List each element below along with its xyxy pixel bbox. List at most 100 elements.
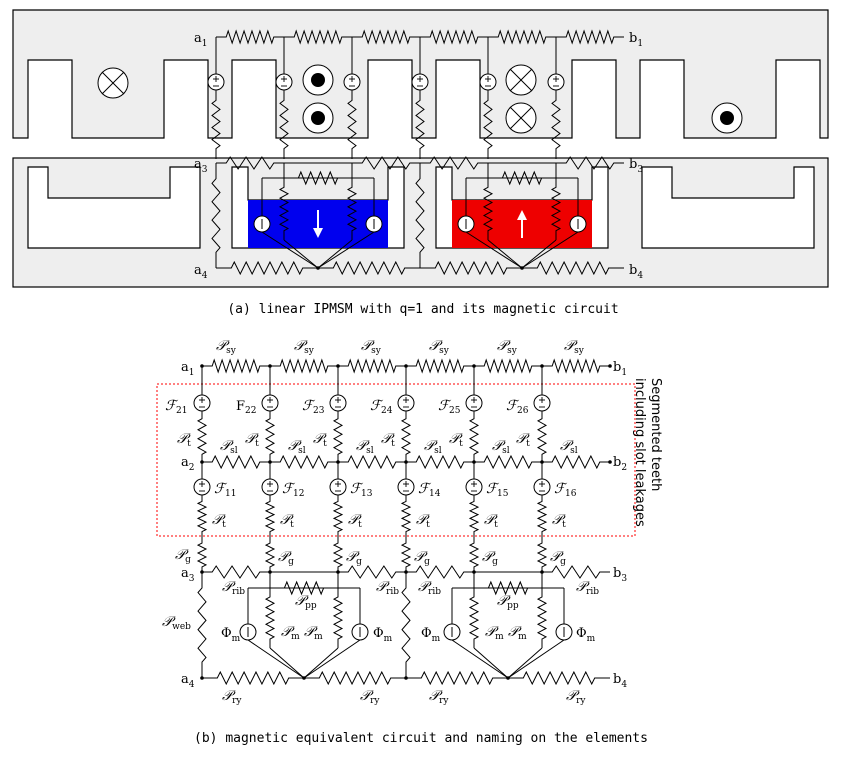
node-label-a1: a1 — [181, 360, 195, 378]
mmf-source — [397, 478, 415, 496]
node-label-a4: a4 — [194, 263, 208, 281]
label-p-t: 𝒫t — [177, 431, 191, 449]
label-phi-m: Φm — [421, 626, 441, 644]
label-p-pp: 𝒫pp — [295, 593, 317, 611]
resistor — [406, 565, 474, 579]
resistor — [196, 495, 208, 538]
resistor — [415, 163, 425, 268]
resistor — [338, 358, 406, 374]
label-p-t: 𝒫t — [449, 431, 463, 449]
label-p-rib: 𝒫rib — [418, 579, 441, 597]
caption-a: (a) linear IPMSM with q=1 and its magnet… — [227, 302, 618, 317]
label-f11: ℱ11 — [214, 481, 236, 499]
wire — [261, 231, 319, 269]
mmf-source — [343, 73, 361, 91]
resistor — [400, 538, 412, 572]
flux-source — [443, 623, 461, 641]
side-note: Segmented teeth including slot leakages — [632, 378, 663, 527]
resistor — [332, 538, 344, 572]
resistor — [483, 90, 493, 159]
label-p-sl: 𝒫sl — [424, 438, 442, 456]
resistor — [197, 572, 207, 678]
resistor — [196, 538, 208, 572]
label-f25: ℱ25 — [438, 398, 461, 416]
label-f23: ℱ23 — [302, 398, 325, 416]
resistor — [550, 178, 562, 240]
resistor — [474, 358, 542, 374]
resistor — [536, 588, 548, 648]
resistor — [400, 411, 412, 462]
mover-cutout-left — [27, 166, 201, 249]
mmf-source — [261, 478, 279, 496]
wire — [317, 231, 375, 269]
resistor — [290, 170, 346, 186]
resistor — [508, 670, 610, 686]
label-p-sl: 𝒫sl — [288, 438, 306, 456]
mmf-source — [547, 73, 565, 91]
resistor — [536, 495, 548, 538]
resistor — [420, 156, 488, 170]
resistor — [270, 454, 338, 470]
resistor — [352, 29, 420, 45]
flux-source — [253, 215, 271, 233]
coil-dot-icon — [302, 64, 334, 96]
label-p-rib: 𝒫rib — [376, 579, 399, 597]
resistor — [211, 90, 221, 159]
resistor — [347, 90, 357, 159]
resistor — [338, 565, 406, 579]
magnet-arrow-down — [313, 210, 323, 238]
label-phi-m: Φm — [576, 626, 596, 644]
resistor — [264, 411, 276, 462]
mover-cutout-right — [641, 166, 815, 249]
label-p-sy: 𝒫sy — [429, 338, 450, 356]
mmf-source — [207, 73, 225, 91]
wire — [507, 647, 543, 679]
wire — [303, 647, 339, 679]
wire — [473, 647, 509, 679]
label-p-rib: 𝒫rib — [222, 579, 245, 597]
resistor — [216, 260, 318, 276]
magnetic-circuit-b — [193, 358, 612, 686]
flux-source — [239, 623, 257, 641]
wire — [451, 639, 509, 679]
label-f21: ℱ21 — [165, 398, 187, 416]
mmf-source — [193, 478, 211, 496]
label-p-sy: 𝒫sy — [294, 338, 315, 356]
label-f16: ℱ16 — [554, 481, 577, 499]
label-p-g: 𝒫g — [278, 549, 294, 567]
mmf-source — [533, 478, 551, 496]
resistor — [420, 260, 522, 276]
label-p-ry: 𝒫ry — [566, 688, 586, 706]
coil-symbols — [97, 64, 743, 134]
label-p-pp: 𝒫pp — [497, 593, 519, 611]
wire — [521, 231, 579, 269]
label-p-g: 𝒫g — [482, 549, 498, 567]
resistor — [536, 411, 548, 462]
node-label-a1: a1 — [194, 31, 208, 49]
resistor — [202, 670, 304, 686]
resistor — [468, 588, 480, 648]
mmf-source — [329, 394, 347, 412]
label-p-t: 𝒫t — [348, 512, 362, 530]
node-labels-b: a1 b1 a2 b2 a3 b3 a4 b4 — [181, 360, 627, 690]
resistor — [202, 565, 270, 579]
mmf-source — [193, 394, 211, 412]
label-f26: ℱ26 — [506, 398, 529, 416]
node-label-a3: a3 — [181, 566, 195, 584]
wire — [521, 239, 557, 269]
label-p-t: 𝒫t — [313, 431, 327, 449]
mmf-source — [479, 73, 497, 91]
element-labels: 𝒫sy 𝒫sy 𝒫sy 𝒫sy 𝒫sy 𝒫sy ℱ21 F22 ℱ23 ℱ24 … — [162, 338, 599, 706]
resistor — [304, 670, 406, 686]
resistor — [279, 90, 289, 159]
label-p-sy: 𝒫sy — [216, 338, 237, 356]
node-label-a3: a3 — [194, 157, 208, 175]
flux-source — [555, 623, 573, 641]
label-p-g: 𝒫g — [550, 549, 566, 567]
resistor — [494, 170, 550, 186]
resistor — [338, 454, 406, 470]
label-p-m: 𝒫m — [281, 624, 300, 642]
node-label-b4: b4 — [629, 263, 643, 281]
resistor — [522, 260, 624, 276]
label-p-sl: 𝒫sl — [560, 438, 578, 456]
